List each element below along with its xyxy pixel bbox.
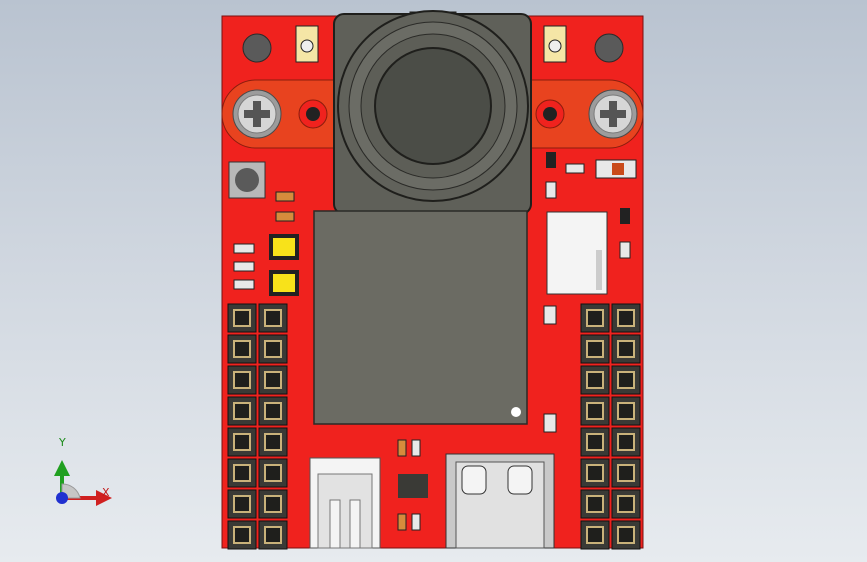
pin-header-right[interactable] — [580, 303, 641, 550]
header-pin[interactable] — [258, 303, 288, 333]
header-pin[interactable] — [580, 303, 610, 333]
header-pin[interactable] — [258, 396, 288, 426]
header-pin[interactable] — [580, 365, 610, 395]
smd-resistor — [275, 191, 295, 202]
header-pin[interactable] — [611, 365, 641, 395]
header-pin[interactable] — [258, 427, 288, 457]
header-pin[interactable] — [258, 520, 288, 550]
header-pin[interactable] — [611, 334, 641, 364]
phillips-screw-icon[interactable] — [232, 89, 282, 139]
smd-resistor — [397, 513, 407, 531]
header-pin[interactable] — [611, 458, 641, 488]
smd-capacitor — [543, 413, 557, 433]
header-pin[interactable] — [258, 334, 288, 364]
pin1-marker — [511, 407, 521, 417]
header-pin[interactable] — [580, 334, 610, 364]
header-pin[interactable] — [580, 427, 610, 457]
lens-glass[interactable] — [374, 47, 492, 165]
y-axis-label: Y — [59, 436, 66, 449]
x-axis-label: X — [102, 486, 110, 499]
smd-capacitor — [411, 439, 421, 457]
header-pin[interactable] — [227, 458, 257, 488]
header-pin[interactable] — [580, 489, 610, 519]
header-pin[interactable] — [227, 396, 257, 426]
smd-diode — [546, 152, 556, 168]
header-pin[interactable] — [227, 427, 257, 457]
smd-diode — [620, 208, 630, 224]
pin-header-left[interactable] — [227, 303, 288, 550]
smd-component-top-left — [295, 25, 319, 63]
ic-label — [596, 250, 602, 290]
header-pin[interactable] — [227, 303, 257, 333]
header-pin[interactable] — [227, 334, 257, 364]
mounting-hole-left — [242, 33, 272, 63]
smd-capacitor — [233, 279, 255, 290]
image-sensor-module[interactable] — [313, 210, 528, 425]
header-pin[interactable] — [580, 520, 610, 550]
bracket-hole-left-inner — [306, 107, 320, 121]
led-component — [269, 234, 299, 260]
header-pin[interactable] — [580, 396, 610, 426]
header-pin[interactable] — [611, 489, 641, 519]
header-pin[interactable] — [227, 520, 257, 550]
header-pin[interactable] — [611, 303, 641, 333]
smd-component-top-right — [543, 25, 567, 63]
header-pin[interactable] — [611, 427, 641, 457]
smd-capacitor — [619, 241, 631, 259]
phillips-screw-icon[interactable] — [588, 89, 638, 139]
smd-capacitor — [543, 305, 557, 325]
header-pin[interactable] — [611, 396, 641, 426]
header-pin[interactable] — [611, 520, 641, 550]
jst-connector[interactable] — [309, 457, 381, 549]
smd-capacitor — [545, 181, 557, 199]
header-pin[interactable] — [227, 489, 257, 519]
header-pin[interactable] — [258, 489, 288, 519]
header-pin[interactable] — [258, 458, 288, 488]
header-pin[interactable] — [258, 365, 288, 395]
bracket-hole-right-inner — [543, 107, 557, 121]
smd-capacitor — [233, 243, 255, 254]
led-component — [269, 270, 299, 296]
slide-switch[interactable] — [595, 159, 637, 179]
smd-capacitor — [233, 261, 255, 272]
push-button[interactable] — [228, 161, 266, 199]
header-pin[interactable] — [580, 458, 610, 488]
usb-c-connector[interactable] — [445, 453, 555, 549]
header-pin[interactable] — [227, 365, 257, 395]
mounting-hole-right — [594, 33, 624, 63]
ic-chip — [398, 474, 428, 498]
smd-resistor — [397, 439, 407, 457]
smd-capacitor — [411, 513, 421, 531]
smd-capacitor — [565, 163, 585, 174]
coordinate-triad-icon: Y X — [40, 436, 120, 520]
smd-resistor — [275, 211, 295, 222]
